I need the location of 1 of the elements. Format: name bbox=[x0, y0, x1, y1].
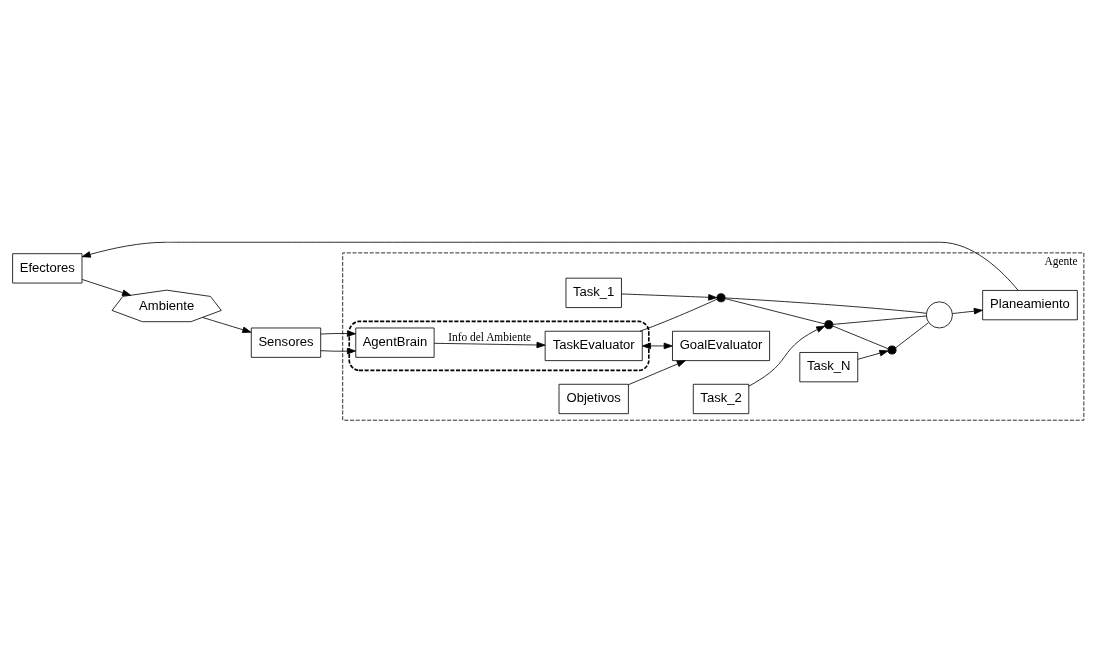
edge-label: Info del Ambiente bbox=[448, 331, 532, 344]
